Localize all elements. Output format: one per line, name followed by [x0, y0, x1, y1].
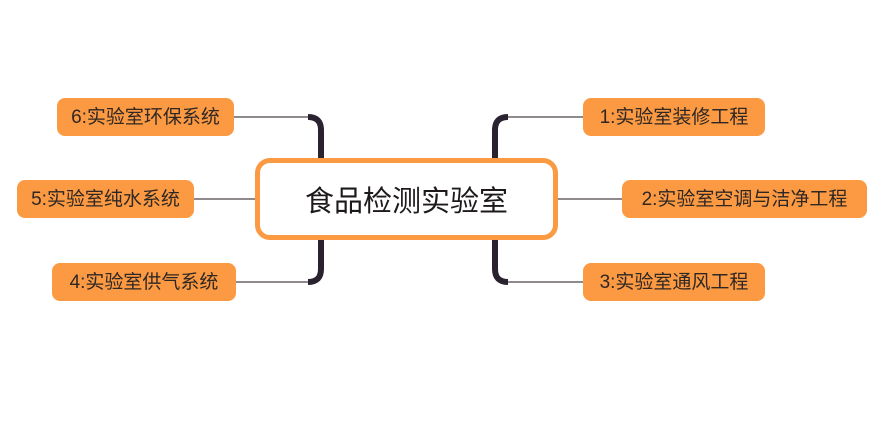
- branch-label: 2:实验室空调与洁净工程: [641, 188, 848, 210]
- trunk-right-top: [492, 114, 509, 159]
- branch-node-2-hvac-clean-engineering[interactable]: 2:实验室空调与洁净工程: [622, 180, 867, 218]
- branch-node-3-ventilation-engineering[interactable]: 3:实验室通风工程: [583, 263, 765, 301]
- branch-label: 3:实验室通风工程: [599, 271, 749, 293]
- branch-node-5-pure-water-system[interactable]: 5:实验室纯水系统: [17, 180, 194, 218]
- branch-label: 5:实验室纯水系统: [31, 188, 180, 210]
- branch-label: 1:实验室装修工程: [599, 106, 749, 128]
- branch-node-1-decoration-engineering[interactable]: 1:实验室装修工程: [583, 98, 765, 136]
- branch-node-4-gas-supply-system[interactable]: 4:实验室供气系统: [52, 263, 236, 301]
- root-node-label: 食品检测实验室: [304, 186, 508, 218]
- branch-label: 6:实验室环保系统: [71, 106, 220, 128]
- branch-label: 4:实验室供气系统: [69, 271, 219, 293]
- trunk-left-bottom: [307, 239, 324, 285]
- trunk-right-bottom: [492, 239, 509, 285]
- root-node-food-testing-lab[interactable]: 食品检测实验室: [255, 158, 558, 240]
- trunk-left-top: [307, 114, 324, 159]
- branch-node-6-environmental-system[interactable]: 6:实验室环保系统: [57, 98, 234, 136]
